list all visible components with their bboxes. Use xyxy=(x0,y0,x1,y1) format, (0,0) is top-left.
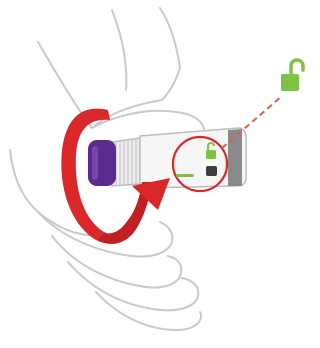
unlock-icon xyxy=(281,60,303,91)
leader-line xyxy=(222,96,282,148)
purple-cap xyxy=(88,140,116,186)
